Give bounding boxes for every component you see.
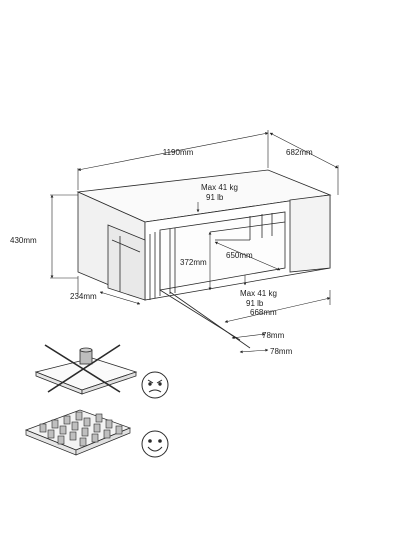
dim-offset-2-label: 78mm [270,347,293,356]
dim-height-label: 430mm [10,236,37,245]
dim-inner-width-label: 650mm [226,251,253,260]
load-top-line1: Max 41 kg [201,183,238,192]
angry-face-icon [141,371,169,399]
load-shelf-line2: 91 lb [246,299,264,308]
cross-mark [44,344,121,393]
load-top-line2: 91 lb [206,193,224,202]
dim-slide-label: 668mm [250,308,277,317]
distributed-weights [39,411,123,447]
dim-width-label: 1190mm [163,148,194,157]
smiley-face-icon [141,430,169,458]
load-shelf-line1: Max 41 kg [240,289,277,298]
dim-inner-height-label: 372mm [180,258,207,267]
dim-offset-1-label: 78mm [262,331,285,340]
left-compartment [107,224,146,301]
right-end-panel [289,194,331,273]
dim-depth-label: 682mm [286,148,313,157]
dimension-lines [50,130,339,354]
dim-side-label: 234mm [70,292,97,301]
wrong-usage-illustration [34,344,138,395]
